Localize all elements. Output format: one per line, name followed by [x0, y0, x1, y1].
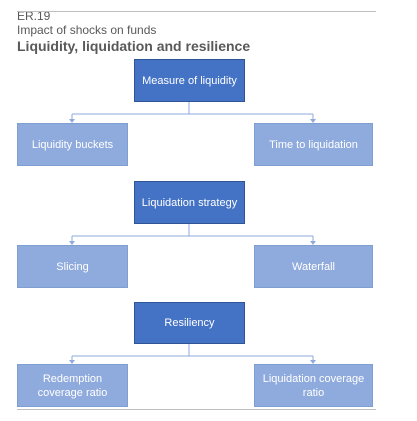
bottom-rule — [17, 409, 376, 410]
figure-header: ER.19 Impact of shocks on funds Liquidit… — [17, 9, 377, 55]
arrowhead-3-left — [69, 360, 75, 364]
figure-title: Liquidity, liquidation and resilience — [17, 38, 251, 54]
top-rule — [17, 11, 376, 12]
arrowhead-2-right — [310, 241, 316, 245]
arrowhead-3-right — [310, 360, 316, 364]
node-time-to-liquidation: Time to liquidation — [254, 123, 373, 166]
node-liquidation-coverage-ratio: Liquidation coverage ratio — [254, 364, 373, 407]
node-slicing: Slicing — [17, 245, 128, 288]
node-resiliency: Resiliency — [134, 302, 245, 344]
figure-code: ER.19 — [17, 9, 51, 23]
node-measure-of-liquidity: Measure of liquidity — [134, 59, 245, 102]
node-waterfall: Waterfall — [254, 245, 373, 288]
figure-subtitle: Impact of shocks on funds — [17, 23, 157, 37]
node-liquidation-strategy: Liquidation strategy — [134, 181, 245, 224]
node-liquidity-buckets: Liquidity buckets — [17, 123, 128, 166]
arrowhead-1-right — [310, 119, 316, 123]
node-redemption-coverage-ratio: Redemption coverage ratio — [17, 364, 128, 407]
arrowhead-2-left — [69, 241, 75, 245]
arrowhead-1-left — [69, 119, 75, 123]
